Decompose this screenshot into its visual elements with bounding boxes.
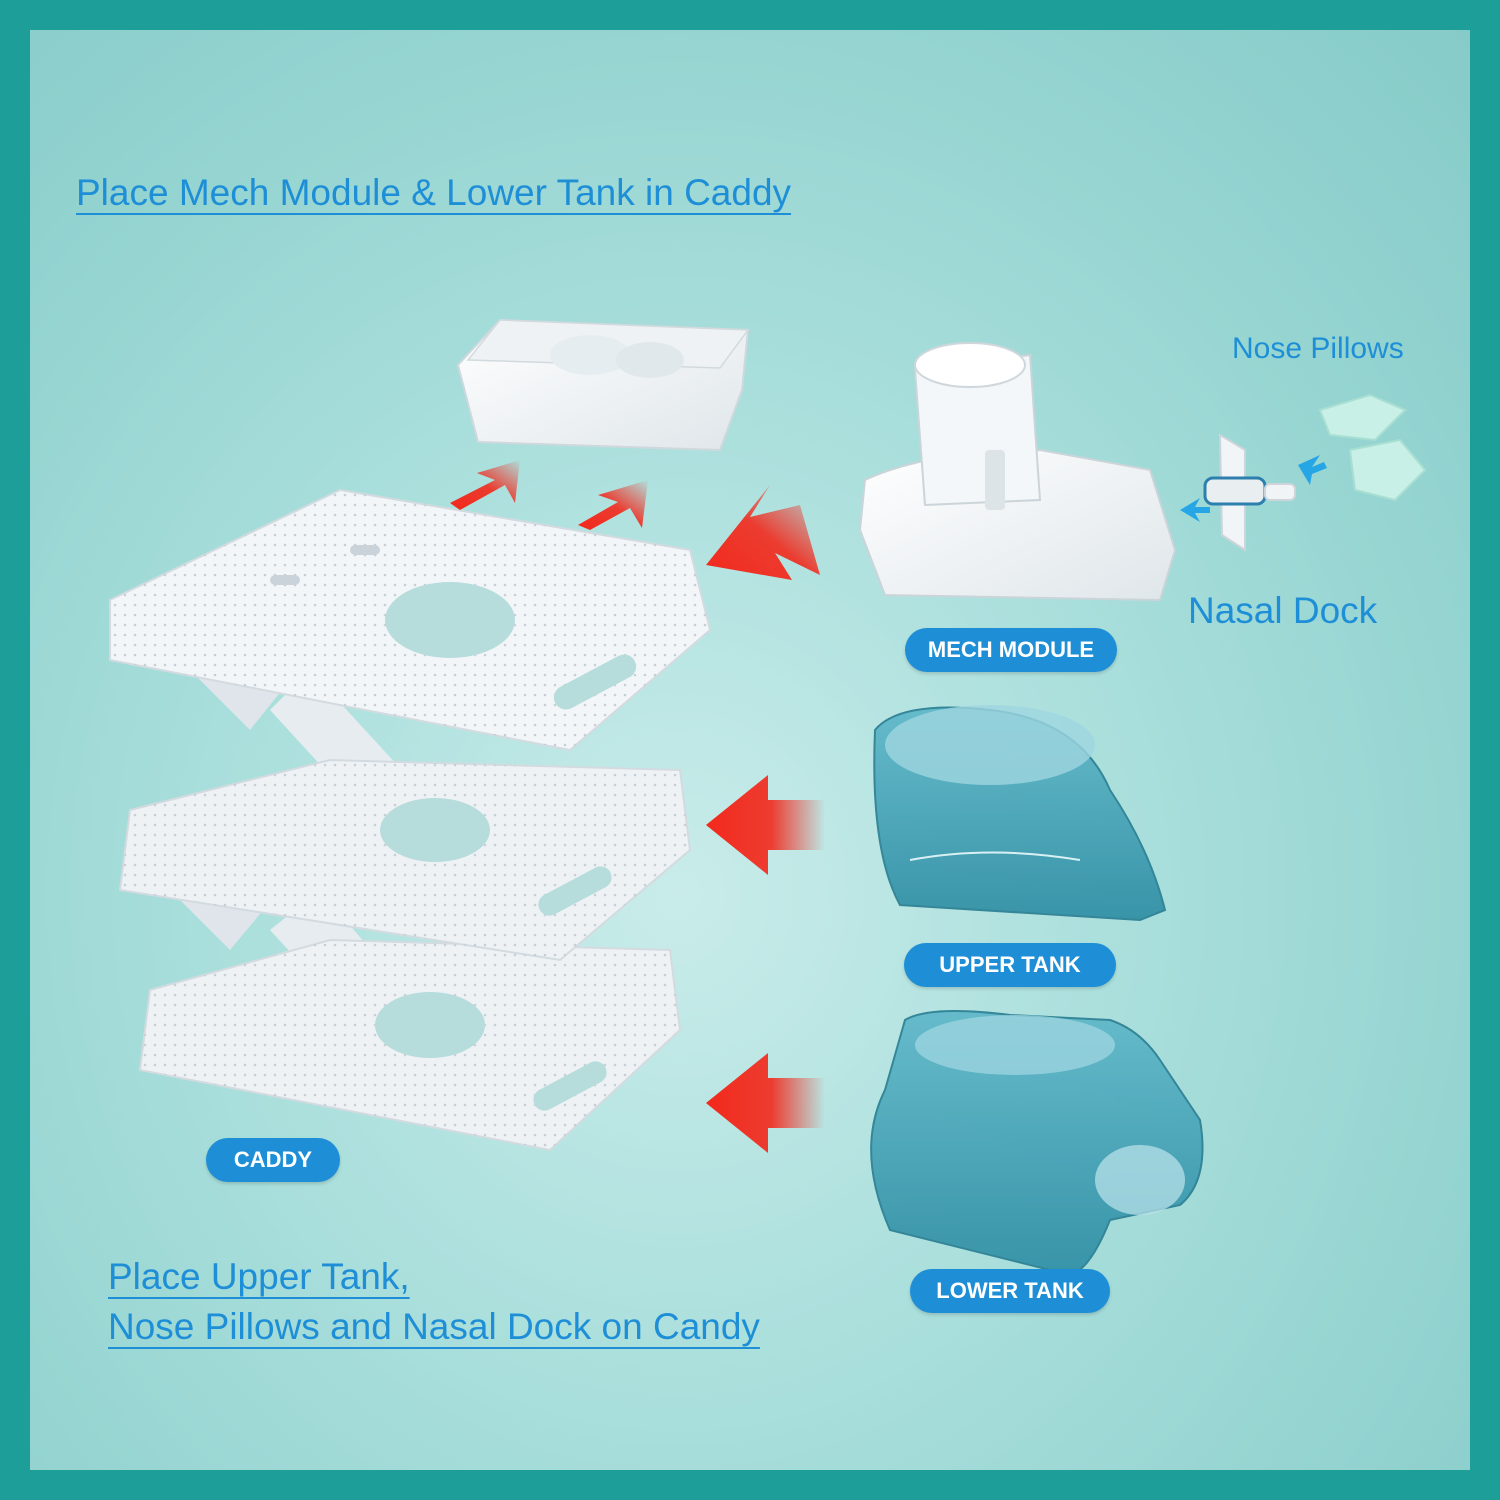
blue-arrow-icon [1180,498,1210,522]
product-panel: Place Mech Module & Lower Tank in Caddy … [30,30,1470,1470]
red-arrow-icon [578,480,648,530]
lower-tank [870,1010,1204,1277]
lower-tank-badge: LOWER TANK [910,1269,1110,1313]
upper-tank-badge: UPPER TANK [904,943,1116,987]
red-arrow-icon [450,460,520,510]
blue-arrow-icon [1298,455,1327,485]
product-illustration [109,318,1427,1277]
red-arrow-icon [706,1053,825,1153]
mech-module [858,342,1177,602]
caddy [109,488,712,1152]
nose-pillows [1318,393,1427,502]
caddy-badge: CADDY [206,1138,340,1182]
heading-place-mech-module: Place Mech Module & Lower Tank in Caddy [76,172,792,213]
red-arrow-icon [706,775,825,875]
nasal-dock [1203,433,1296,552]
red-arrow-icon [706,485,820,580]
accessory-box [456,318,750,452]
nose-pillows-label: Nose Pillows [1232,332,1404,365]
nasal-dock-label: Nasal Dock [1188,590,1378,631]
heading-place-upper-tank-line1: Place Upper Tank, [108,1256,410,1297]
upper-tank [873,705,1167,922]
mech-module-badge: MECH MODULE [905,628,1117,672]
heading-place-upper-tank-line2: Nose Pillows and Nasal Dock on Candy [108,1306,760,1347]
